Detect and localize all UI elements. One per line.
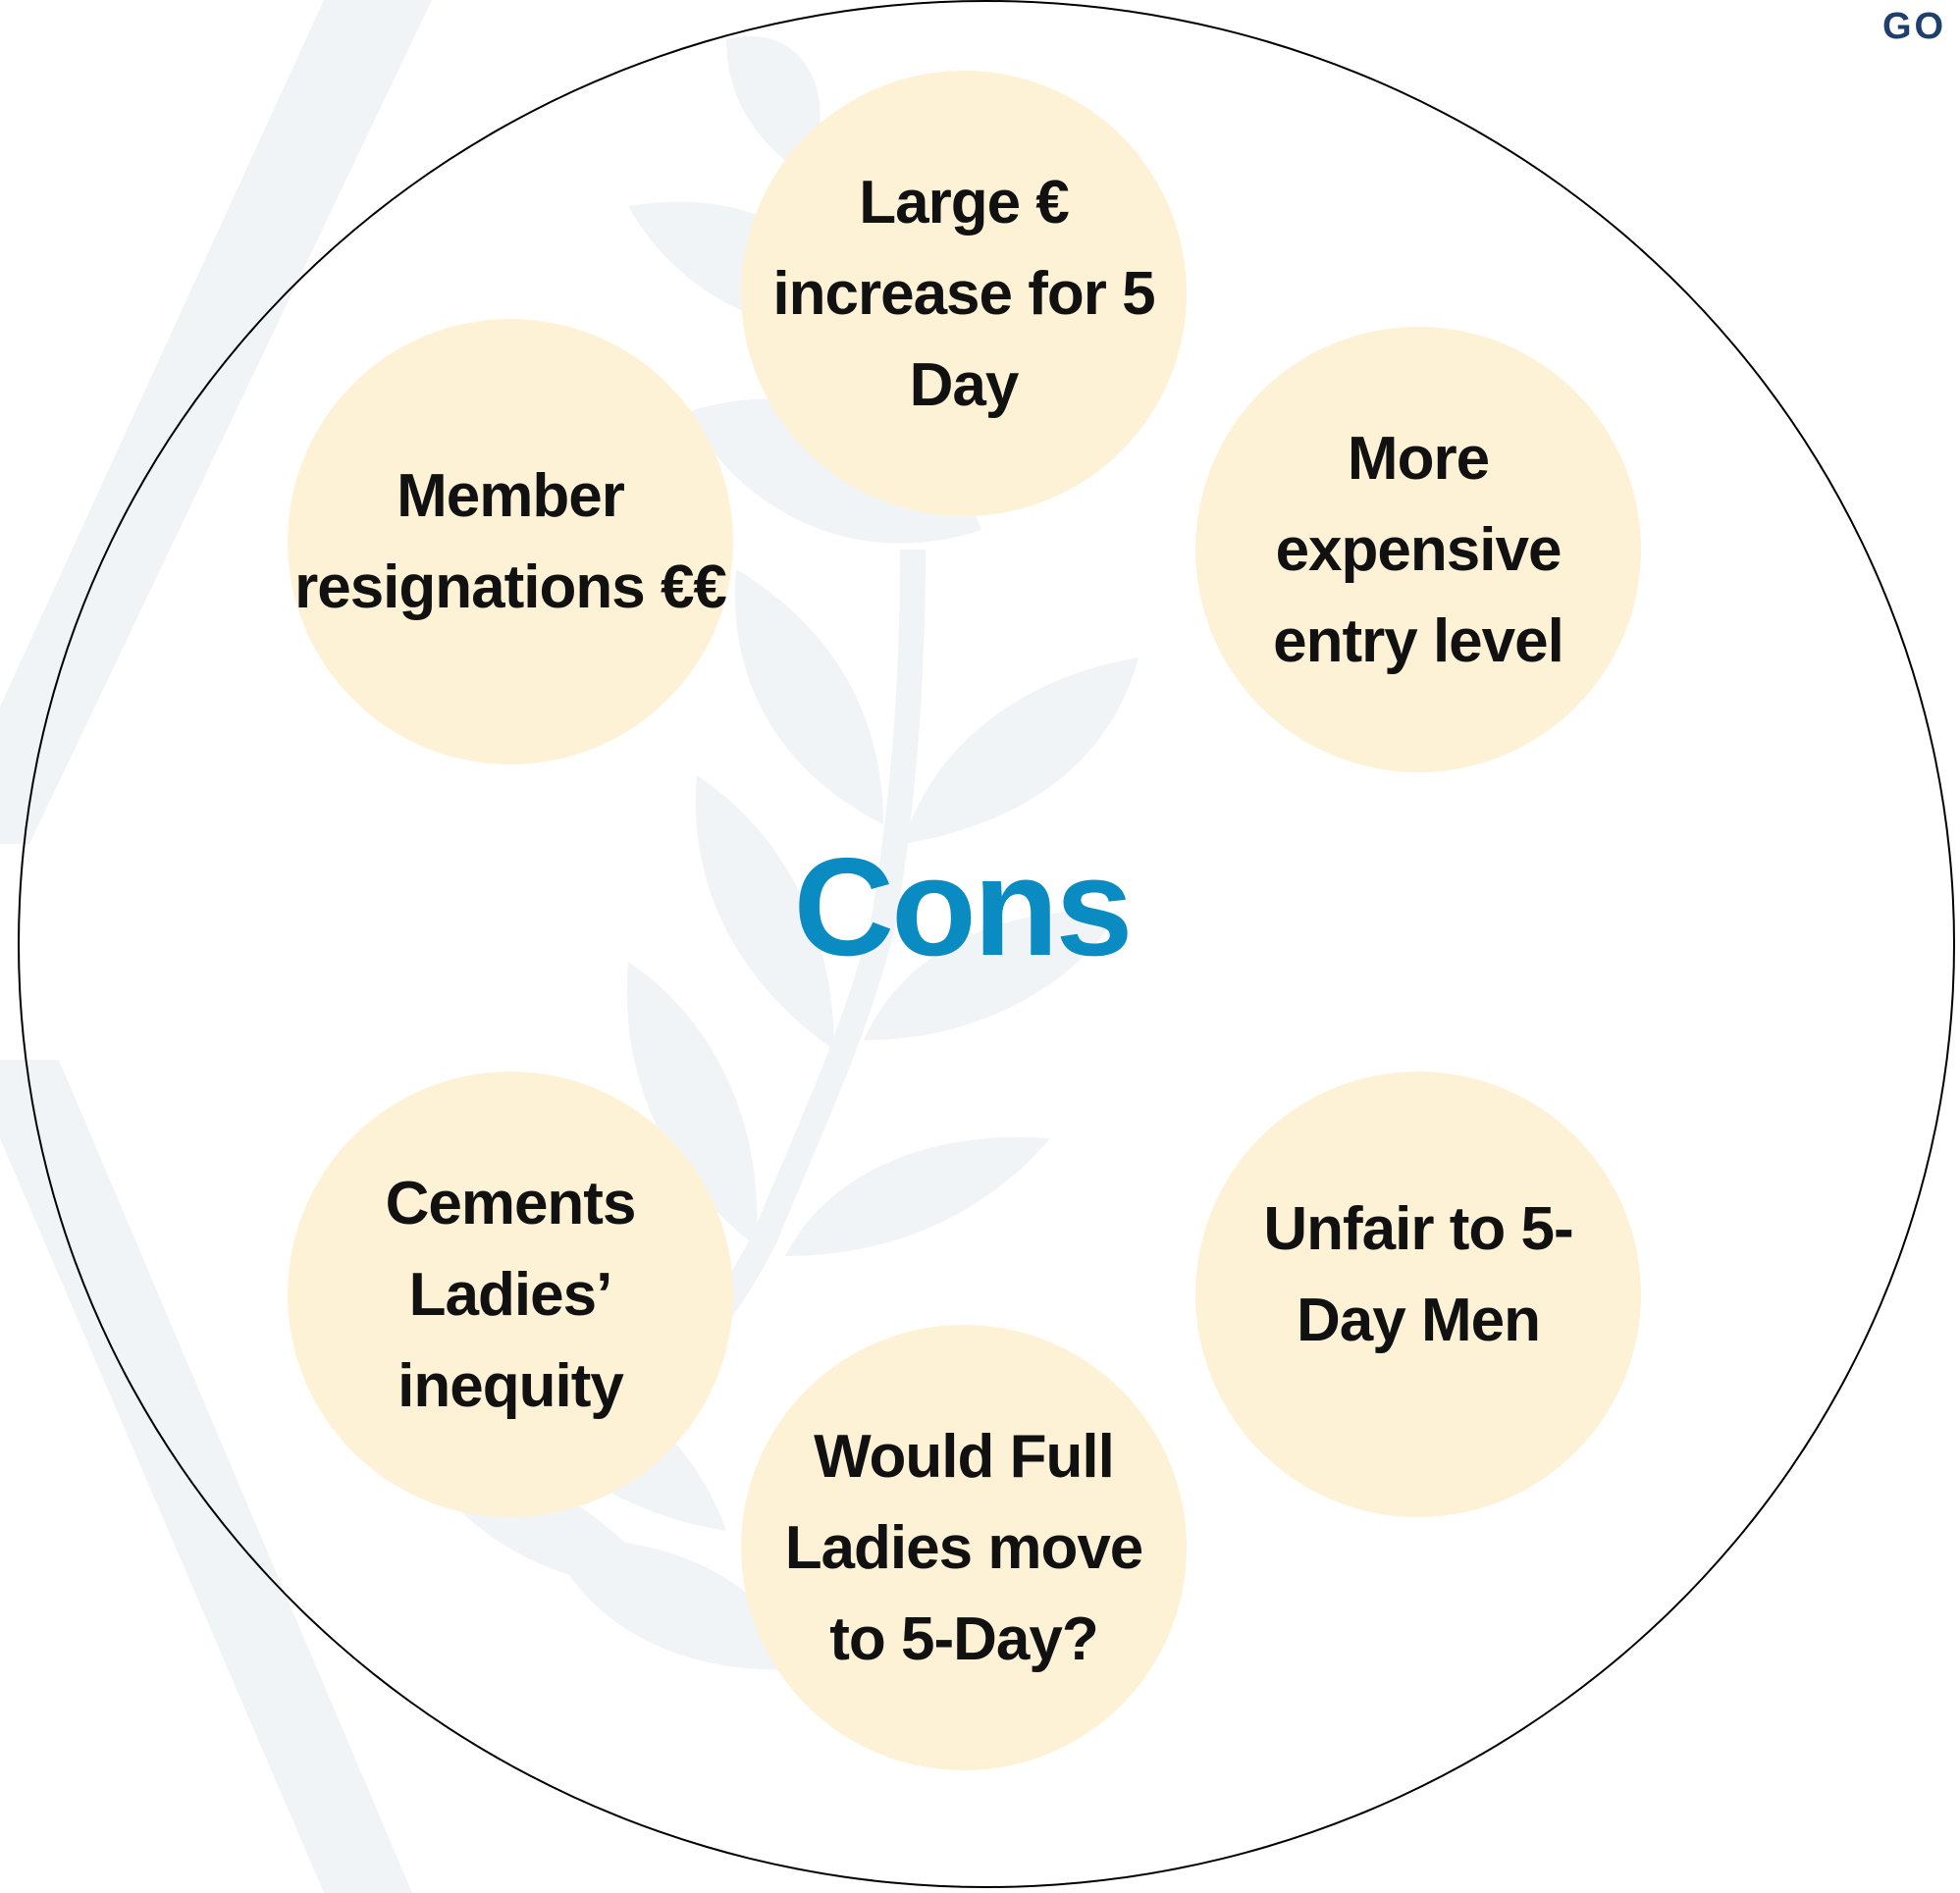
con-bubble-label: Member resignations €€ <box>294 462 727 621</box>
con-bubble-full-ladies-move: Would Full Ladies move to 5-Day? <box>741 1325 1187 1770</box>
con-bubble-label: Large € increase for 5 Day <box>772 168 1155 419</box>
con-bubble-expensive-entry: More expensive entry level <box>1195 327 1641 772</box>
center-title: Cons <box>793 829 1134 985</box>
con-bubble-label: Cements Ladies’ inequity <box>385 1169 637 1420</box>
con-bubble-unfair-5-day-men: Unfair to 5-Day Men <box>1195 1072 1641 1517</box>
con-bubble-label: Unfair to 5-Day Men <box>1263 1195 1573 1354</box>
con-bubble-ladies-inequity: Cements Ladies’ inequity <box>288 1072 733 1517</box>
con-bubble-label: More expensive entry level <box>1273 424 1564 675</box>
con-bubble-label: Would Full Ladies move to 5-Day? <box>784 1422 1144 1673</box>
con-bubble-large-increase: Large € increase for 5 Day <box>741 71 1187 516</box>
con-bubble-member-resignations: Member resignations €€ <box>288 319 733 764</box>
corner-header-text: GO <box>1882 6 1947 47</box>
outer-circle <box>18 0 1955 1888</box>
